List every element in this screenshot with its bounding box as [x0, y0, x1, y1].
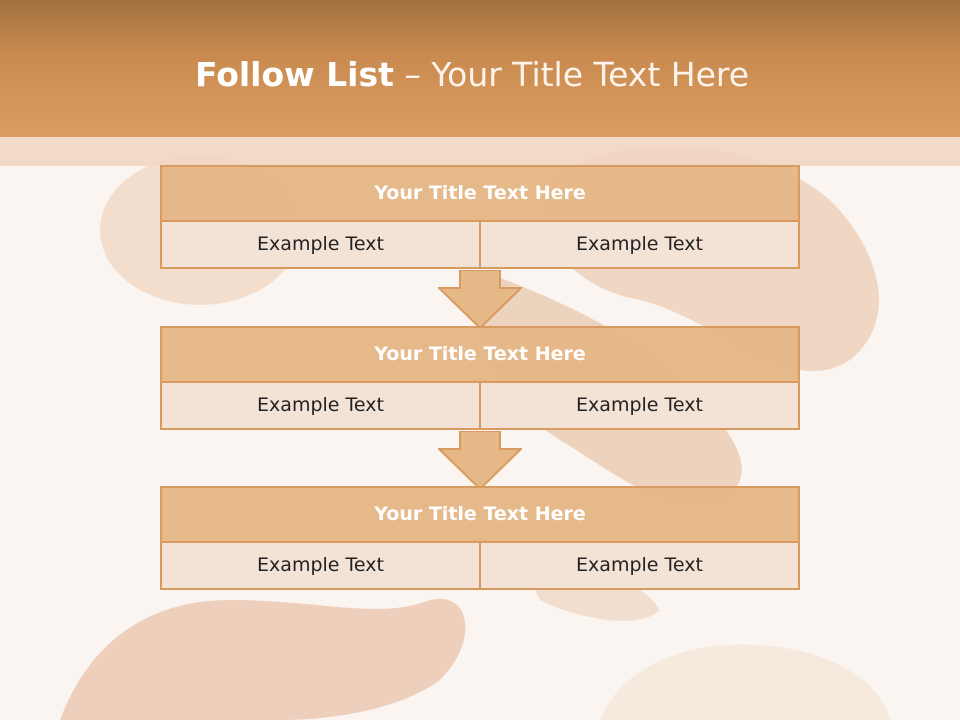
- flow-block-title: Your Title Text Here: [160, 486, 800, 543]
- flow-cell-right: Example Text: [479, 381, 800, 430]
- flow-cell-left: Example Text: [160, 220, 481, 269]
- flow-block-row: Example Text Example Text: [160, 220, 800, 269]
- header-band: [0, 137, 960, 166]
- flow-block-1: Your Title Text Here Example Text Exampl…: [160, 165, 800, 269]
- flow-block-title: Your Title Text Here: [160, 326, 800, 383]
- flow-block-2: Your Title Text Here Example Text Exampl…: [160, 326, 800, 430]
- flow-block-row: Example Text Example Text: [160, 541, 800, 590]
- flow-cell-right: Example Text: [479, 541, 800, 590]
- flow-block-3: Your Title Text Here Example Text Exampl…: [160, 486, 800, 590]
- flow-block-row: Example Text Example Text: [160, 381, 800, 430]
- down-arrow-icon: [438, 270, 522, 330]
- flow-cell-left: Example Text: [160, 381, 481, 430]
- slide-title: Follow List – Your Title Text Here: [0, 52, 944, 98]
- header-bar: [0, 0, 960, 137]
- down-arrow-icon: [438, 431, 522, 491]
- flow-cell-left: Example Text: [160, 541, 481, 590]
- flow-block-title: Your Title Text Here: [160, 165, 800, 222]
- slide-title-bold: Follow List: [194, 55, 394, 94]
- flow-cell-right: Example Text: [479, 220, 800, 269]
- slide-title-rest: – Your Title Text Here: [393, 55, 750, 94]
